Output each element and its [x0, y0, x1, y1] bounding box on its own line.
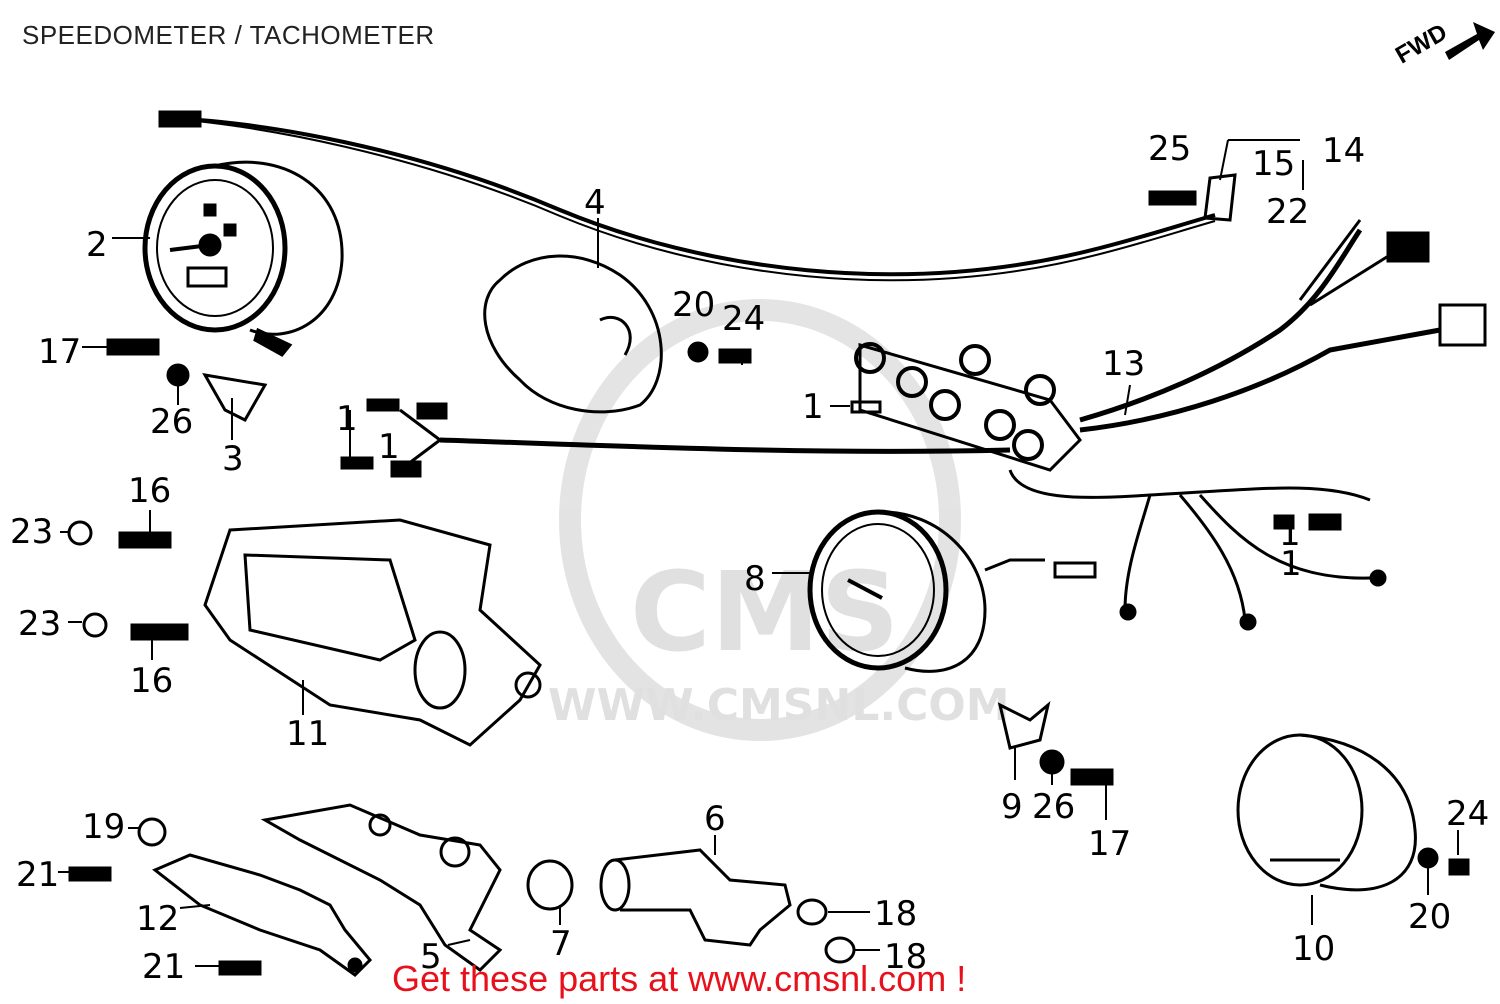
callout-1-left-b: 1: [378, 427, 400, 467]
callout-22: 22: [1266, 192, 1309, 232]
callout-11: 11: [286, 714, 329, 754]
callout-19: 19: [82, 807, 125, 847]
callout-16-upper: 16: [128, 471, 171, 511]
callout-12: 12: [136, 899, 179, 939]
callout-15: 15: [1252, 144, 1295, 184]
footer-link[interactable]: Get these parts at www.cmsnl.com !: [392, 958, 967, 999]
forward-arrow-icon: [1445, 22, 1495, 60]
meter-case-upper: [483, 254, 663, 414]
callout-16-lower: 16: [130, 661, 173, 701]
reset-knob-bracket: [526, 848, 792, 947]
callout-8: 8: [744, 559, 766, 599]
meter-case-lower: [1236, 733, 1417, 892]
callout-23-lower: 23: [18, 604, 61, 644]
callout-3: 3: [222, 439, 244, 479]
callout-2: 2: [86, 225, 108, 265]
tachometer-assembly: [807, 509, 1097, 673]
mounting-brackets: [152, 803, 503, 977]
callout-24-lower: 24: [1446, 794, 1489, 834]
callout-4: 4: [584, 183, 606, 223]
page-title: SPEEDOMETER / TACHOMETER: [22, 20, 435, 50]
meter-panel: [203, 518, 542, 747]
callout-10: 10: [1292, 929, 1335, 969]
callout-14: 14: [1322, 131, 1365, 171]
callout-7: 7: [550, 924, 572, 964]
watermark-url: WWW.CMSNL.COM: [548, 680, 1010, 731]
forward-direction-marker: FWD: [1385, 19, 1495, 82]
speedometer-assembly: [142, 160, 344, 357]
callout-1-right: 1: [1280, 544, 1302, 584]
callout-17-upper: 17: [38, 332, 81, 372]
callout-18-upper: 18: [874, 894, 917, 934]
callout-21-upper: 21: [16, 855, 59, 895]
indicator-wire: [439, 437, 1011, 454]
callout-26-upper: 26: [150, 402, 193, 442]
callout-13: 13: [1102, 344, 1145, 384]
callout-9: 9: [1001, 787, 1023, 827]
callout-24-upper: 24: [722, 299, 765, 339]
wiring-harness: [854, 219, 1487, 631]
callout-6: 6: [704, 799, 726, 839]
callout-20-lower: 20: [1408, 897, 1451, 937]
cable-end-fitting: [158, 110, 202, 128]
callout-21-lower: 21: [142, 947, 185, 987]
callout-5: 5: [420, 937, 442, 977]
callout-numbers: 2 4 25 15 14 22 17 26 3 20 24 1 1 1 13 1…: [10, 129, 1489, 987]
callout-1-harness: 1: [1279, 514, 1301, 554]
callout-26-lower: 26: [1032, 787, 1075, 827]
callout-leaders: [58, 139, 1459, 967]
speedometer-cable: [159, 116, 1216, 277]
callout-25: 25: [1148, 129, 1191, 169]
callout-1-left-a: 1: [336, 399, 358, 439]
watermark-brand: CMS: [630, 548, 899, 676]
cmsnl-watermark: CMS WWW.CMSNL.COM: [548, 299, 1010, 741]
callout-23-upper: 23: [10, 512, 53, 552]
callout-20-upper: 20: [672, 285, 715, 325]
callout-1-socket: 1: [802, 387, 824, 427]
callout-18-lower: 18: [884, 937, 927, 977]
callout-17-lower: 17: [1088, 824, 1131, 864]
